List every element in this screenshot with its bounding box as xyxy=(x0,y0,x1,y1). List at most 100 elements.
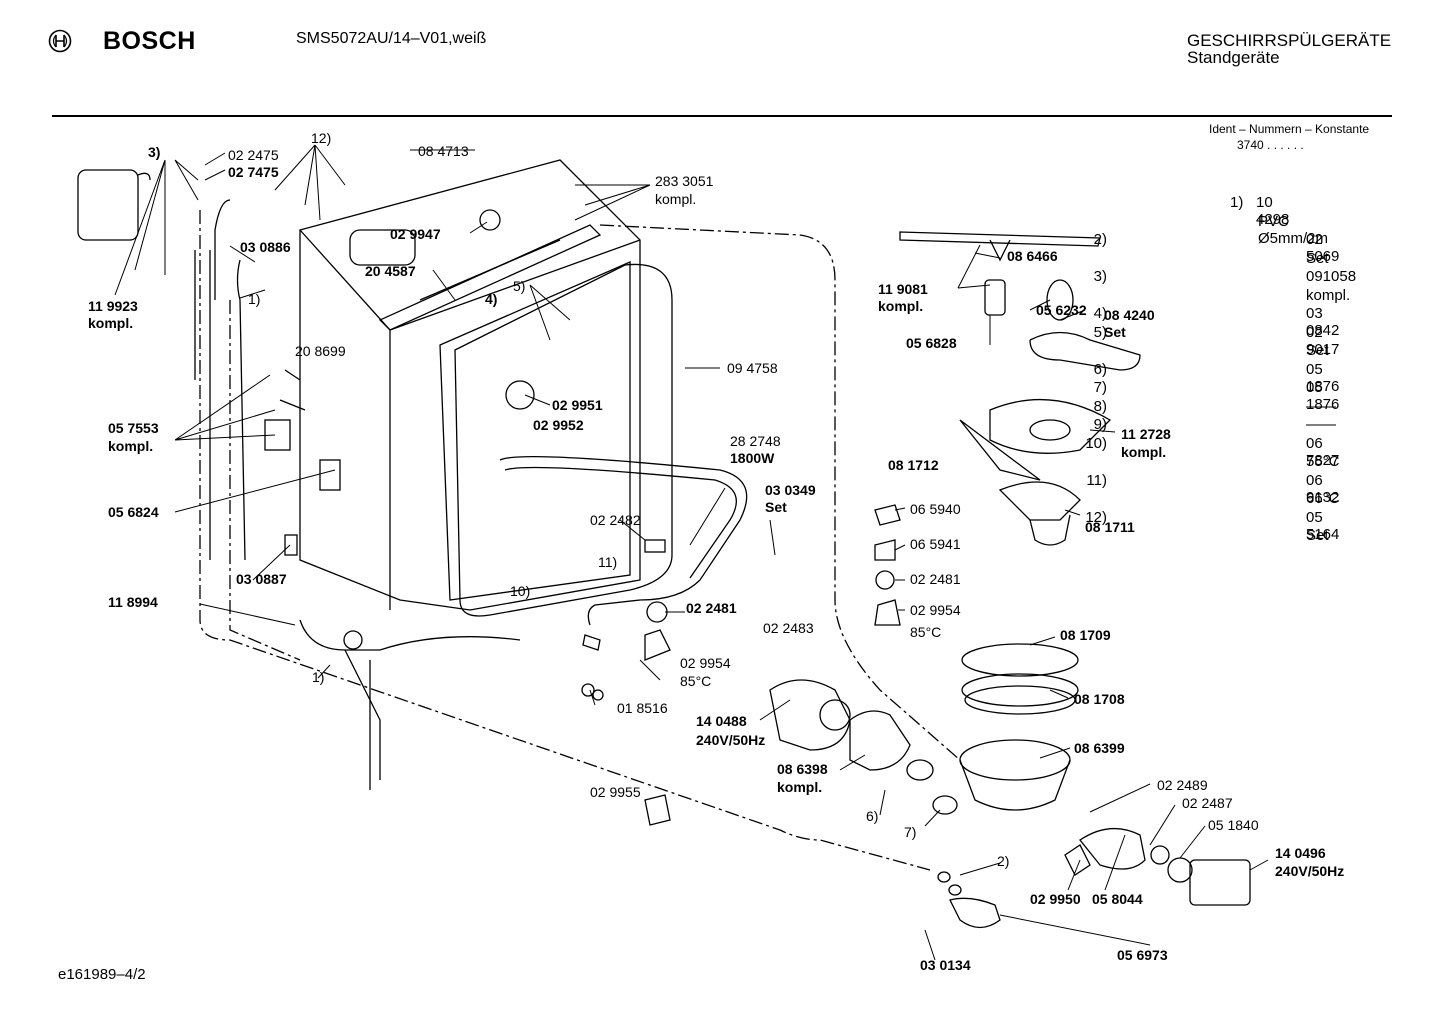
part-label: 08 6399 xyxy=(1074,740,1125,756)
heater-element xyxy=(499,456,748,626)
brand-name: BOSCH xyxy=(103,27,196,55)
part-label: kompl. xyxy=(878,298,923,314)
part-label: 240V/50Hz xyxy=(1275,863,1344,879)
circulation-pump xyxy=(849,710,911,771)
part-label: 08 1709 xyxy=(1060,627,1111,643)
part-label: 02 2481 xyxy=(910,571,961,587)
part-label: 14 0488 xyxy=(696,713,747,729)
part-label: 09 4758 xyxy=(727,360,778,376)
part-label: kompl. xyxy=(655,191,696,207)
part-label: 02 2487 xyxy=(1182,795,1233,811)
part-label: 03 0134 xyxy=(920,957,971,973)
machine-outline xyxy=(199,210,931,871)
part-label: 3) xyxy=(148,144,160,160)
drain-hose xyxy=(299,619,521,651)
part-label: 02 9954 xyxy=(680,655,731,671)
part-label: kompl. xyxy=(1121,444,1166,460)
part-label: 01 8516 xyxy=(617,700,668,716)
part-label: 1800W xyxy=(730,450,775,466)
part-label: kompl. xyxy=(777,779,822,795)
category-title: GESCHIRRSPÜLGERÄTE xyxy=(1187,31,1392,50)
ident-label: Ident – Nummern – Konstante xyxy=(1209,122,1370,136)
sump xyxy=(959,739,1071,781)
part-label: Set xyxy=(1104,324,1126,340)
part-label: 02 9955 xyxy=(590,784,641,800)
part-label: 11 9923 xyxy=(88,298,138,314)
door-seal xyxy=(454,263,673,617)
part-label: kompl. xyxy=(108,438,153,454)
part-label: 05 6824 xyxy=(108,504,159,520)
part-label: 283 3051 xyxy=(655,173,714,189)
part-label: 85°C xyxy=(680,673,711,689)
part-label: 08 1712 xyxy=(888,457,939,473)
part-label: 02 2475 xyxy=(228,147,279,163)
part-label: 2) xyxy=(997,853,1009,869)
part-label: 05 7553 xyxy=(108,420,159,436)
part-label: 7) xyxy=(904,824,916,840)
part-label: kompl. xyxy=(88,315,133,331)
document-code: e161989–4/2 xyxy=(58,966,146,983)
part-label: 06 5940 xyxy=(910,501,961,517)
part-label: 05 1840 xyxy=(1208,817,1259,833)
part-label: 08 6398 xyxy=(777,761,828,777)
part-label: 11 8994 xyxy=(108,594,158,610)
part-label: 02 2489 xyxy=(1157,777,1208,793)
part-label: 02 9947 xyxy=(390,226,441,242)
part-label: 11 9081 xyxy=(878,281,928,297)
part-label: 02 2482 xyxy=(590,512,641,528)
part-label: 02 2483 xyxy=(763,620,814,636)
part-label: 02 9954 xyxy=(910,602,961,618)
part-label: 08 1711 xyxy=(1085,519,1135,535)
part-label: 03 0887 xyxy=(236,571,287,587)
part-label: 05 6828 xyxy=(906,335,957,351)
part-labels: 3) 02 2475 02 7475 12) 08 4713 283 3051 … xyxy=(88,130,1344,973)
part-label: 4) xyxy=(485,291,497,307)
spray-arm-bracket xyxy=(1029,331,1141,371)
part-label: 06 5941 xyxy=(910,536,961,552)
part-label: 14 0496 xyxy=(1275,845,1326,861)
model-number: SMS5072AU/14–V01,weiß xyxy=(296,30,487,47)
micro-filter xyxy=(998,481,1081,521)
part-label: 20 8699 xyxy=(295,343,346,359)
fine-filter xyxy=(989,398,1112,454)
bosch-logo-icon xyxy=(48,29,72,53)
ident-value: 3740 . . . . . . xyxy=(1237,138,1304,152)
part-label: 28 2748 xyxy=(730,433,781,449)
part-label: 02 7475 xyxy=(228,164,279,180)
part-label: 20 4587 xyxy=(365,263,416,279)
part-label: 1) xyxy=(312,669,324,685)
spray-arm xyxy=(899,231,1101,247)
part-label: 05 6973 xyxy=(1117,947,1168,963)
part-label: 02 2481 xyxy=(686,600,737,616)
pump-motor xyxy=(769,679,851,751)
category-subtitle: Standgeräte xyxy=(1187,48,1280,67)
header-divider xyxy=(52,115,1392,117)
drain-pump xyxy=(1189,859,1251,906)
part-label: 02 9951 xyxy=(552,397,603,413)
machine-outline-right xyxy=(599,224,961,761)
part-label: 85°C xyxy=(910,624,941,640)
part-label: 11 2728 xyxy=(1121,426,1171,442)
part-label: 08 1708 xyxy=(1074,691,1125,707)
water-tank xyxy=(77,169,139,241)
part-label: 02 9950 xyxy=(1030,891,1081,907)
part-label: 03 0886 xyxy=(240,239,291,255)
part-label: 05 6232 xyxy=(1036,302,1087,318)
part-label: 10) xyxy=(510,583,530,599)
part-label: 6) xyxy=(866,808,878,824)
part-label: Set xyxy=(765,499,787,515)
leader-lines xyxy=(114,144,1269,961)
part-label: 240V/50Hz xyxy=(696,732,765,748)
part-label: 1) xyxy=(248,291,260,307)
part-label: 5) xyxy=(513,278,525,294)
filter-ring-top xyxy=(961,643,1079,677)
part-label: 08 4240 xyxy=(1104,307,1155,323)
part-label: 02 9952 xyxy=(533,417,584,433)
part-label: 08 4713 xyxy=(418,143,469,159)
tub-body xyxy=(299,159,641,611)
filter-ring-bottom xyxy=(964,685,1076,715)
part-label: 03 0349 xyxy=(765,482,816,498)
part-label: 11) xyxy=(598,554,617,570)
part-label: 12) xyxy=(311,130,331,146)
